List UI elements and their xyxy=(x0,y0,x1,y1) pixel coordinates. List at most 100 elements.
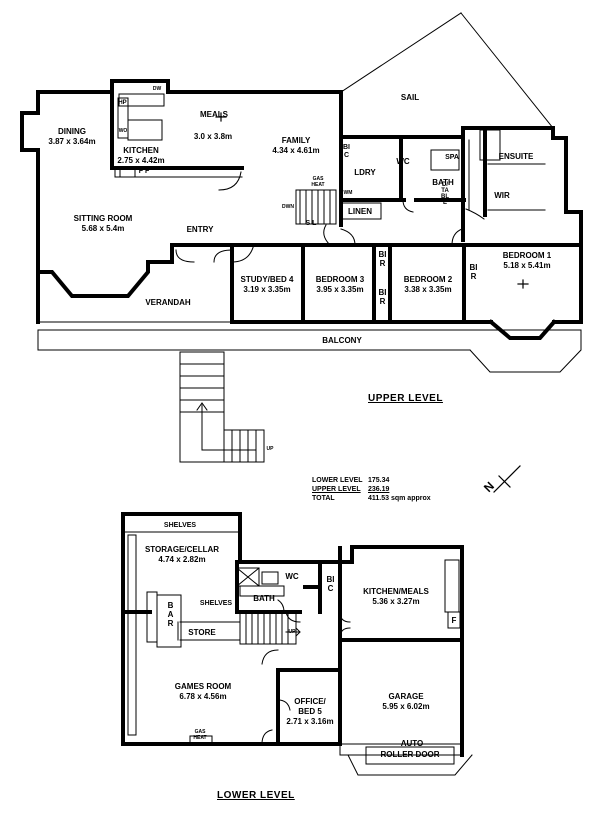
room-wc: WC xyxy=(396,157,409,167)
room-bath-lower: BATH xyxy=(253,594,275,604)
area-schedule: LOWER LEVEL 175.34 UPPER LEVEL 236.19 TO… xyxy=(312,476,448,503)
room-bedroom-3: BEDROOM 3 3.95 x 3.35m xyxy=(316,275,364,295)
bir-robe-a: BIR xyxy=(378,250,387,268)
room-wir: WIR xyxy=(494,191,510,201)
upper-level-thin-lines xyxy=(37,12,582,463)
room-name: BATH xyxy=(432,178,454,187)
stair-down-label: DWN xyxy=(282,204,294,210)
room-name: WIR xyxy=(494,191,510,200)
room-name: BEDROOM 3 xyxy=(315,275,365,284)
room-office: OFFICE/ BED 5 2.71 x 3.16m xyxy=(285,697,335,727)
room-kitchen-meals: KITCHEN/MEALS 5.36 x 3.27m xyxy=(363,587,429,607)
room-dimensions: 3.95 x 3.35m xyxy=(316,285,364,294)
bir-robe-c: BIR xyxy=(469,263,478,281)
lower-level-thin-lines xyxy=(122,531,473,776)
room-name: S L xyxy=(305,220,317,227)
room-bar: BAR xyxy=(166,601,175,628)
room-name: BATH xyxy=(253,594,275,603)
room-dimensions: 5.68 x 5.4m xyxy=(81,224,125,233)
room-name: DWN xyxy=(282,204,294,210)
fridge-label: F F xyxy=(139,168,150,176)
upper-level-walls xyxy=(20,79,583,340)
lower-level-title: LOWER LEVEL xyxy=(217,790,295,801)
room-entry: ENTRY xyxy=(187,225,214,235)
gas-heater-lower-label: GAS HEAT xyxy=(189,729,211,741)
room-laundry: LDRY xyxy=(354,168,375,178)
room-name: DW xyxy=(152,86,162,92)
room-name: ENTRY xyxy=(186,225,214,234)
room-name: BIC xyxy=(326,575,335,593)
room-dimensions: 3.38 x 3.35m xyxy=(404,285,452,294)
room-dimensions: 5.18 x 5.41m xyxy=(503,261,551,270)
room-name: WC xyxy=(285,572,299,581)
room-name: WM xyxy=(343,190,353,196)
room-name: KITCHEN xyxy=(123,146,159,155)
room-name: STORAGE/CELLAR xyxy=(144,545,220,554)
room-name: LDRY xyxy=(354,168,376,177)
area-label: TOTAL xyxy=(312,495,335,502)
room-shelves-mid: SHELVES xyxy=(200,600,232,608)
room-name: ROLLER DOOR xyxy=(380,750,440,759)
room-bedroom-1: BEDROOM 1 5.18 x 5.41m xyxy=(503,251,551,271)
room-name: DINING xyxy=(58,127,86,136)
room-storage: STORAGE/CELLAR 4.74 x 2.82m xyxy=(145,545,219,565)
room-balcony: BALCONY xyxy=(322,336,362,346)
room-meals-dims: 3.0 x 3.8m xyxy=(194,132,232,142)
room-name: UP xyxy=(288,629,296,635)
room-dimensions: 5.36 x 3.27m xyxy=(372,597,420,606)
room-name: GAMES ROOM xyxy=(174,682,232,691)
fridge-lower-label: F xyxy=(452,616,457,626)
room-name: SAIL xyxy=(400,93,420,102)
room-name: MEALS xyxy=(200,110,228,119)
room-dining: DINING 3.87 x 3.64m xyxy=(48,127,95,147)
room-ensuite: ENSUITE xyxy=(499,152,534,162)
auto-label: AUTO xyxy=(401,739,424,749)
room-name: BIR xyxy=(469,263,478,281)
bir-robe-b: BIR xyxy=(378,288,387,306)
room-name: BEDROOM 2 xyxy=(403,275,453,284)
area-label: LOWER LEVEL xyxy=(312,477,363,484)
room-name: LINEN xyxy=(348,207,372,216)
room-dimensions: 3.87 x 3.64m xyxy=(48,137,96,146)
area-row: TOTAL 411.53 sqm approx xyxy=(312,494,448,503)
room-name: UP xyxy=(266,446,274,452)
room-name: GAS HEAT xyxy=(311,176,325,188)
room-sitting: SITTING ROOM 5.68 x 5.4m xyxy=(74,214,133,234)
room-garage: GARAGE 5.95 x 6.02m xyxy=(382,692,429,712)
room-name: BIC xyxy=(343,144,350,159)
room-name: KITCHEN/MEALS xyxy=(363,587,429,596)
room-study: STUDY/BED 4 3.19 x 3.35m xyxy=(241,275,294,295)
room-bic-upper: BIC xyxy=(342,144,351,160)
room-dimensions: 3.0 x 3.8m xyxy=(193,132,233,141)
room-name: SPA xyxy=(445,154,459,161)
room-name: STORE xyxy=(188,628,216,637)
room-name: WO xyxy=(118,128,128,134)
room-name: HP xyxy=(118,100,127,106)
wall-oven-label: WO xyxy=(119,128,128,134)
hotplate-label: HP xyxy=(118,100,127,106)
room-bath: BATH xyxy=(432,178,454,188)
room-name: F xyxy=(451,616,457,625)
room-name: FAMILY xyxy=(281,136,311,145)
room-name: STUDY/BED 4 xyxy=(240,275,294,284)
area-value: 175.34 xyxy=(368,477,390,484)
room-spa: SPA xyxy=(445,154,459,162)
dishwasher-label: DW xyxy=(153,86,161,92)
stair-up-lower-label: UP xyxy=(289,629,296,635)
area-value: 411.53 sqm approx xyxy=(368,495,431,502)
room-games: GAMES ROOM 6.78 x 4.56m xyxy=(175,682,231,702)
room-name: GARAGE xyxy=(388,692,424,701)
room-name: BIR xyxy=(378,288,387,306)
skylight-label: S L xyxy=(306,220,317,228)
dressing-table-label: D/TABLE xyxy=(441,182,449,206)
room-name: BAR xyxy=(167,601,174,628)
room-linen: LINEN xyxy=(348,207,372,217)
room-wc-lower: WC xyxy=(285,572,298,582)
stair-up-label: UP xyxy=(267,446,274,452)
room-name: BIR xyxy=(378,250,387,268)
room-name: F F xyxy=(138,168,150,175)
room-sail: SAIL xyxy=(401,93,419,103)
room-name: SHELVES xyxy=(163,522,197,529)
area-row: UPPER LEVEL 236.19 xyxy=(312,485,448,494)
